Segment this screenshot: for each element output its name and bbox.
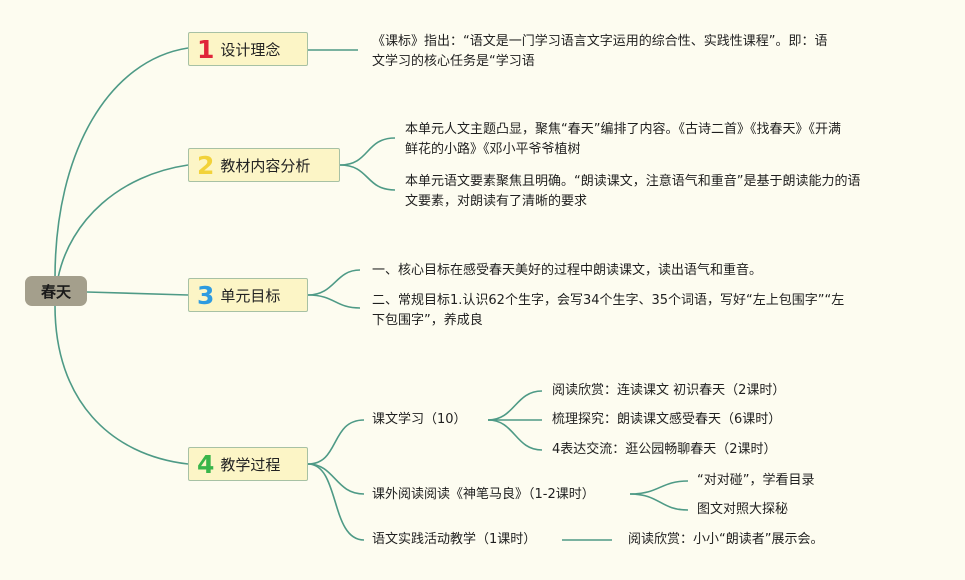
link-root-b3: [86, 291, 189, 296]
b4-sub2-text[interactable]: 课外阅读阅读《神笔马良》（1-2课时）: [372, 487, 595, 502]
link-root-b2: [57, 164, 189, 279]
branch-1-label: 设计理念: [220, 40, 281, 59]
link-b4-sub1: [307, 419, 365, 465]
b4-sub1-leaf1-text[interactable]: 阅读欣赏：连读课文 初识春天（2课时）: [552, 383, 786, 398]
b3-leaf1-text[interactable]: 一、核心目标在感受春天美好的过程中朗读课文，读出语气和重音。: [372, 263, 763, 278]
number-4-icon: 4: [197, 449, 215, 479]
branch-1-node[interactable]: 1 设计理念: [188, 32, 308, 66]
b1-leaf-text[interactable]: 《课标》指出：“语文是一门学习语言文字运用的综合性、实践性课程”。即：语 文学习…: [372, 34, 828, 69]
root-label: 春天: [40, 282, 71, 301]
b3-leaf2-text[interactable]: 二、常规目标1.认识62个生字，会写34个生字、35个词语，写好“左上包围字”“…: [372, 293, 845, 328]
number-3-icon: 3: [197, 280, 215, 310]
link-b3-leaf2: [307, 294, 361, 309]
number-1-icon: 1: [197, 34, 215, 64]
branch-2-label: 教材内容分析: [220, 156, 311, 175]
link-sub1-leaf3: [487, 419, 543, 451]
number-2-icon: 2: [197, 150, 215, 180]
b4-sub3-text[interactable]: 语文实践活动教学（1课时）: [372, 532, 537, 547]
link-b4-sub2: [307, 463, 365, 495]
branch-4-node[interactable]: 4 教学过程: [188, 447, 308, 481]
link-b2-leaf2: [339, 164, 396, 191]
branch-3-node[interactable]: 3 单元目标: [188, 278, 308, 312]
link-b3-leaf1: [307, 269, 361, 296]
link-root-b1: [54, 47, 189, 279]
b4-sub1-leaf2-text[interactable]: 梳理探究：朗读课文感受春天（6课时）: [552, 412, 782, 427]
b4-sub2-leaf1-text[interactable]: “对对碰”，学看目录: [697, 473, 815, 488]
b4-sub2-leaf2-text[interactable]: 图文对照大探秘: [697, 502, 789, 517]
link-sub2-leaf1: [629, 480, 689, 495]
link-sub1-leaf1: [487, 390, 543, 421]
link-b2-leaf1: [339, 137, 396, 166]
b4-sub3-leaf1-text[interactable]: 阅读欣赏：小小“朗读者”展示会。: [628, 532, 824, 547]
branch-2-node[interactable]: 2 教材内容分析: [188, 148, 340, 182]
branch-3-label: 单元目标: [220, 286, 281, 305]
b4-sub1-leaf3-text[interactable]: 4表达交流：逛公园畅聊春天（2课时）: [552, 442, 777, 457]
b2-leaf1-text[interactable]: 本单元人文主题凸显，聚焦“春天”编排了内容。《古诗二首》《找春天》《开满 鲜花的…: [405, 122, 841, 157]
branch-4-label: 教学过程: [220, 455, 281, 474]
root-node[interactable]: 春天: [25, 276, 87, 306]
link-sub2-leaf2: [629, 493, 689, 511]
link-b4-sub3: [307, 463, 365, 541]
b2-leaf2-text[interactable]: 本单元语文要素聚焦且明确。“朗读课文，注意语气和重音”是基于朗读能力的语 文要素…: [405, 174, 861, 209]
b4-sub1-text[interactable]: 课文学习（10）: [372, 412, 467, 427]
link-root-b4: [54, 305, 189, 465]
